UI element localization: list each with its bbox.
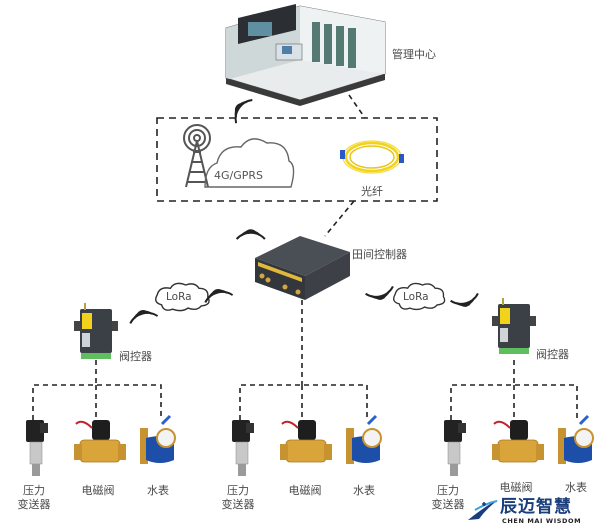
device-label-pressure-transmitter: 压力 变送器 [14, 484, 54, 512]
wireless-signal-icon [231, 98, 257, 125]
wireless-signal-icon [449, 282, 479, 312]
device-label-pressure-transmitter: 压力 变送器 [428, 484, 468, 512]
link-center-network [348, 94, 366, 119]
solenoid-valve-icon [491, 419, 545, 463]
cloud-icon [204, 138, 295, 188]
valve-controller-left-label: 阀控器 [119, 350, 152, 363]
field-controller-label: 田间控制器 [352, 248, 407, 261]
pressure-transmitter-icon [231, 419, 255, 477]
management-center-image [225, 4, 386, 106]
device-label-water-meter: 水表 [353, 484, 375, 497]
solenoid-valve-icon [279, 419, 333, 463]
link-network-controller [324, 200, 355, 237]
device-label-water-meter: 水表 [147, 484, 169, 497]
field-controller-image [255, 236, 350, 300]
wireless-signal-icon [204, 284, 234, 314]
device-label-line1: 压力 [437, 484, 459, 497]
brand-name-en: CHEN MAI WISDOM [502, 517, 582, 525]
device-label-solenoid-valve: 电磁阀 [499, 481, 533, 494]
solenoid-valve-icon [73, 419, 127, 463]
water-meter-icon [138, 414, 177, 466]
brand-logo-icon [468, 500, 498, 520]
lora-label-right: LoRa [403, 291, 429, 303]
water-meter-icon [344, 414, 383, 466]
valve-controller-left-image [74, 303, 118, 359]
device-label-line1: 压力 [23, 484, 45, 497]
wiring-dashed-lines [32, 300, 578, 420]
pressure-transmitter-icon [443, 419, 467, 477]
device-label-line1: 压力 [227, 484, 249, 497]
device-label-line2: 变送器 [17, 498, 51, 511]
device-label-line2: 变送器 [221, 498, 255, 511]
device-label-water-meter: 水表 [565, 481, 587, 494]
management-center-label: 管理中心 [392, 48, 436, 61]
device-label-line2: 变送器 [431, 498, 465, 511]
cellular-label: 4G/GPRS [214, 169, 264, 182]
wireless-signal-icon [235, 223, 266, 255]
fiber-optic-icon [340, 140, 404, 174]
valve-controller-right-image [492, 298, 536, 354]
valve-controller-right-label: 阀控器 [536, 348, 569, 361]
water-meter-icon [556, 414, 595, 466]
device-label-pressure-transmitter: 压力 变送器 [218, 484, 258, 512]
pressure-transmitter-icon [25, 419, 49, 477]
device-label-solenoid-valve: 电磁阀 [288, 484, 322, 497]
brand-name-cn: 辰迈智慧 [500, 497, 572, 517]
lora-label-left: LoRa [166, 291, 192, 303]
fiber-label: 光纤 [361, 185, 383, 198]
cell-tower-icon [183, 124, 211, 188]
device-label-solenoid-valve: 电磁阀 [81, 484, 115, 497]
network-box [156, 117, 438, 202]
wireless-signal-icon [364, 275, 394, 305]
wireless-signal-icon [129, 305, 159, 335]
